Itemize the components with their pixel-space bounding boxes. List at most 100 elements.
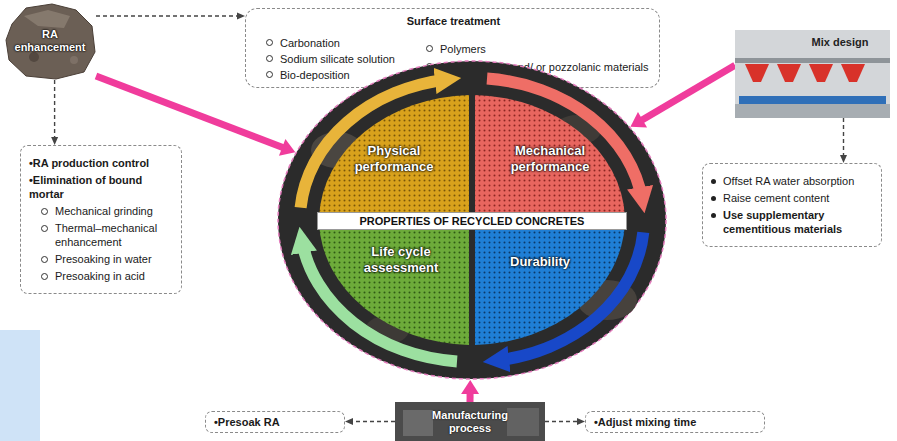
quadrant: Life cycle assessment: [317, 220, 472, 347]
rock-highlight: [24, 10, 70, 28]
quadrant-label: Durability: [490, 254, 590, 270]
arrow-head: [577, 418, 585, 425]
machine: [403, 410, 433, 436]
block-arrow: [461, 380, 479, 402]
image-node: Mix design: [735, 30, 890, 118]
quadrant: Physical performance: [317, 93, 472, 220]
text-holder: Sodium silicate solution: [266, 52, 395, 66]
image-label: Mix design: [795, 36, 885, 49]
text-holder: Life cycle assessment: [357, 244, 445, 276]
dashed-arrow: [840, 118, 847, 163]
list-item: Polymers: [440, 43, 486, 55]
list-item: Raise cement content: [723, 191, 873, 205]
machine: [507, 408, 539, 436]
list-item: •Elimination of bound mortar: [29, 173, 173, 201]
dashed-box: •RA production control •Elimination of bo…: [20, 145, 182, 294]
rock-spot: [29, 52, 39, 62]
list-row: Offset RA water absorption: [711, 174, 873, 188]
list-item: Offset RA water absorption: [723, 174, 873, 188]
list-row: Presoaking in water: [29, 252, 173, 266]
hollow-bullet: [426, 45, 433, 52]
list-row: Thermal–mechanical enhancement: [29, 221, 173, 249]
dot-bullet: [711, 179, 716, 184]
text-holder: Carbonation: [266, 36, 340, 50]
quadrant-label: Mechanical performance: [494, 143, 606, 175]
wedge: [319, 95, 469, 217]
dashed-arrow: [345, 418, 395, 425]
list-row: Raise cement content: [711, 191, 873, 205]
dashed-box: Offset RA water absorptionRaise cement c…: [702, 163, 882, 247]
text-holder: Bio-deposition: [266, 68, 350, 82]
rock-spot: [70, 56, 78, 64]
hollow-bullet: [41, 256, 48, 263]
list-row: Use supplementary cementitious materials: [711, 208, 873, 236]
text-holder: Manufacturing process: [395, 402, 545, 441]
hopper: [809, 64, 833, 82]
quadrant: Durability: [472, 220, 627, 347]
box-heading: Surface treatment: [246, 14, 661, 28]
connector-line: [545, 421, 579, 422]
wedge: [475, 95, 625, 217]
dashed-box: •Presoak RA: [205, 411, 345, 433]
text-holder: Physical performance: [339, 143, 449, 175]
hollow-bullet: [41, 225, 48, 232]
photo-ground: [735, 30, 890, 118]
quadrant-wedge: [472, 220, 627, 347]
list-item: Presoaking in acid: [55, 269, 173, 283]
wedge: [475, 223, 625, 345]
list-row: •Elimination of bound mortar: [29, 173, 173, 201]
quadrant: Mechanical performance: [472, 93, 627, 220]
dashed-arrow: [96, 13, 245, 20]
hollow-bullet: [41, 208, 48, 215]
photo-ground: [395, 402, 545, 441]
list-row: Presoaking in acid: [29, 269, 173, 283]
connector-line: [843, 118, 844, 157]
list-item: Presoaking in water: [55, 252, 173, 266]
block-arrow: [96, 76, 295, 156]
quadrant-label: Physical performance: [339, 143, 449, 175]
list-item: Thermal–mechanical enhancement: [55, 221, 173, 249]
text-holder: RA enhancement: [4, 2, 96, 80]
wedge: [319, 223, 469, 345]
hollow-bullet: [266, 39, 273, 46]
pill-label: •Adjust mixing time: [594, 415, 756, 429]
connector-line: [96, 15, 239, 16]
hopper: [841, 64, 865, 82]
properties-circle: PROPERTIES OF RECYCLED CONCRETES Physical…: [277, 60, 667, 380]
list-item: Use supplementary cementitious materials: [723, 208, 873, 236]
hollow-bullet: [41, 273, 48, 280]
connector-line: [351, 421, 395, 422]
node-label: RA enhancement: [14, 28, 86, 54]
list-item: Mechanical grinding: [55, 204, 173, 218]
list-item: Carbonation: [280, 37, 340, 49]
dashed-arrow: [51, 80, 58, 145]
side-bar: [0, 330, 40, 441]
text-holder: Durability: [490, 254, 590, 270]
list-row: Mechanical grinding: [29, 204, 173, 218]
center-label: PROPERTIES OF RECYCLED CONCRETES: [317, 212, 627, 230]
connector-line: [467, 392, 474, 402]
dashed-box: •Adjust mixing time: [585, 411, 765, 433]
hollow-bullet: [266, 55, 273, 62]
image-label: Manufacturing process: [425, 409, 515, 435]
list-row: •RA production control: [29, 156, 173, 170]
concrete-ground: [278, 61, 666, 379]
arrow-head: [461, 380, 479, 394]
text-holder: PROPERTIES OF RECYCLED CONCRETES: [317, 212, 627, 230]
hopper: [777, 64, 801, 82]
dashed-arrow: [545, 418, 585, 425]
text-holder: Mechanical performance: [494, 143, 606, 175]
quadrant-label: Life cycle assessment: [357, 244, 445, 276]
text-holder: Surface treatment: [246, 14, 661, 28]
connector-line: [54, 80, 55, 139]
hopper: [745, 64, 769, 82]
quadrant-wedge: [317, 220, 472, 347]
text-holder: Mix design: [795, 36, 885, 49]
image-node: RA enhancement: [4, 2, 96, 80]
rail: [735, 58, 890, 63]
hollow-bullet: [266, 71, 273, 78]
conveyor: [739, 96, 886, 104]
text-holder: Polymers: [426, 42, 486, 56]
dot-bullet: [711, 196, 716, 201]
